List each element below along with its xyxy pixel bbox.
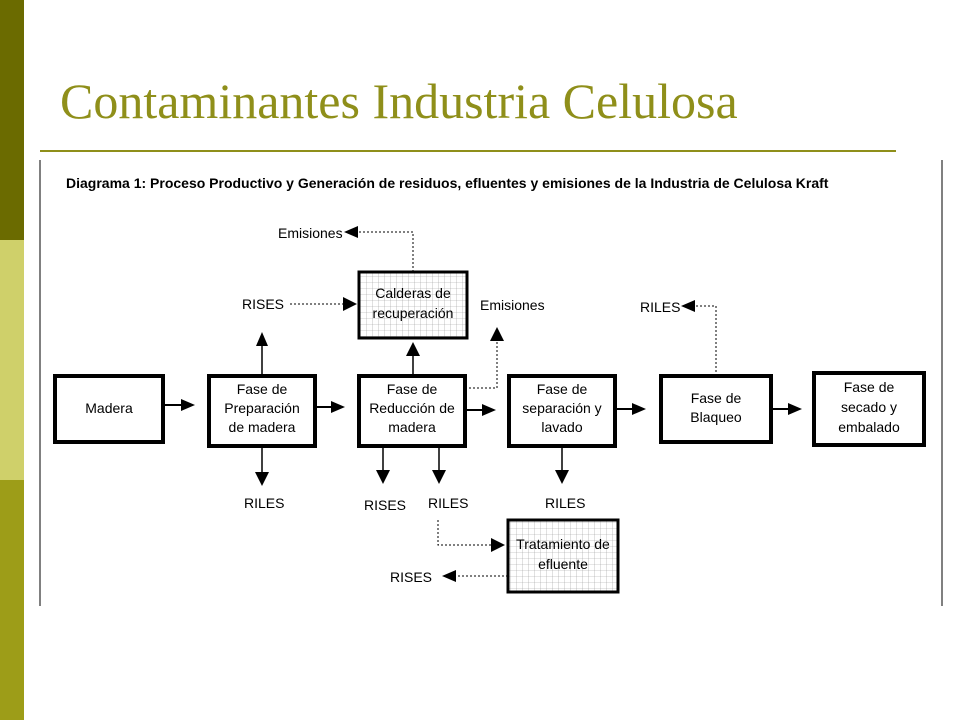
- arrowhead-rises-red: [376, 470, 390, 484]
- main-flow-arrows: [163, 399, 802, 416]
- box-secado: Fase de secado y embalado: [812, 371, 926, 447]
- label-rises-tratamiento: RISES: [390, 569, 432, 585]
- label-riles-red: RILES: [428, 495, 468, 511]
- box-preparacion: Fase de Preparación de madera: [207, 374, 317, 448]
- box-label: secado y: [841, 399, 897, 415]
- label-riles-prep: RILES: [244, 495, 284, 511]
- box-label: Madera: [85, 400, 133, 416]
- label-emisiones-top: Emisiones: [278, 225, 343, 241]
- arrowhead-rises-tratamiento: [442, 570, 456, 582]
- dotted-connectors: [290, 231, 717, 577]
- arrowhead-reduccion-to-calderas: [406, 342, 420, 356]
- arrow-stems: [261, 346, 563, 472]
- box-label: Fase de: [537, 381, 588, 397]
- arrow-madera-to-preparacion: [163, 399, 195, 411]
- accent-bar-top: [0, 0, 24, 240]
- arrowhead-emisiones-top: [344, 226, 358, 238]
- label-rises-prep: RISES: [242, 296, 284, 312]
- box-tratamiento: Tratamiento de efluente: [506, 518, 620, 594]
- arrowhead-riles-prep: [255, 472, 269, 486]
- slide-title: Contaminantes Industria Celulosa: [60, 73, 738, 129]
- box-label: embalado: [838, 419, 900, 435]
- box-label: Fase de: [844, 379, 895, 395]
- box-label: Fase de: [387, 381, 438, 397]
- arrow-preparacion-to-reduccion: [315, 401, 345, 413]
- arrowhead-riles-red: [432, 470, 446, 484]
- arrow-reduccion-to-separacion: [465, 404, 496, 416]
- arrowhead-riles-sep: [555, 470, 569, 484]
- box-label: Preparación: [224, 400, 300, 416]
- box-calderas: Calderas de recuperación: [357, 270, 469, 340]
- arrowhead-emisiones-red: [490, 327, 504, 341]
- label-rises-red: RISES: [364, 497, 406, 513]
- box-label: Reducción de: [369, 400, 455, 416]
- box-label: madera: [388, 419, 436, 435]
- label-riles-sep: RILES: [545, 495, 585, 511]
- box-label: lavado: [541, 419, 582, 435]
- arrow-blaqueo-to-secado: [771, 403, 802, 415]
- arrowhead-riles-blaqueo: [681, 300, 695, 312]
- title-underline: [40, 150, 896, 152]
- box-label: Fase de: [691, 390, 742, 406]
- arrowhead-rises-prep: [256, 332, 268, 346]
- box-label: Blaqueo: [690, 409, 742, 425]
- box-label: efluente: [538, 556, 588, 572]
- arrow-separacion-to-blaqueo: [615, 403, 646, 415]
- diagram-caption: Diagrama 1: Proceso Productivo y Generac…: [66, 175, 829, 191]
- box-blaqueo: Fase de Blaqueo: [659, 374, 773, 444]
- arrowhead-to-tratamiento: [491, 538, 505, 552]
- arrowhead-rises-to-calderas: [343, 297, 357, 311]
- box-label: Calderas de: [375, 285, 451, 301]
- box-separacion: Fase de separación y lavado: [507, 374, 617, 448]
- accent-bar-middle: [0, 240, 24, 480]
- box-label: separación y: [522, 400, 601, 416]
- box-label: recuperación: [373, 305, 454, 321]
- arrowheads: [255, 226, 695, 582]
- label-riles-blaqueo: RILES: [640, 299, 680, 315]
- box-label: Fase de: [237, 381, 288, 397]
- box-label: Tratamiento de: [516, 536, 610, 552]
- box-label: de madera: [229, 419, 296, 435]
- box-madera: Madera: [53, 374, 165, 444]
- label-emisiones-red: Emisiones: [480, 297, 545, 313]
- box-reduccion: Fase de Reducción de madera: [357, 374, 467, 448]
- accent-bar-bottom: [0, 480, 24, 720]
